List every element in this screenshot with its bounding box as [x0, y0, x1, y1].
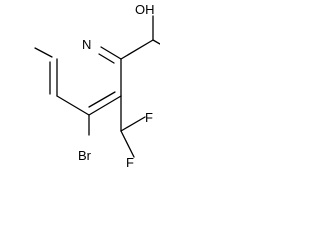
nitrogen-atom-label: N: [82, 37, 91, 52]
bond-carboxyl-o: [152, 39, 160, 45]
chemical-structure-diagram: N OH O Br F F: [34, 2, 160, 170]
bond-n1-c2: [34, 47, 53, 58]
fluorine-bottom-label: F: [126, 155, 134, 170]
bond-chf2-f-right: [120, 116, 146, 132]
bond-c6-n1: [100, 46, 122, 60]
bond-c4-c5: [88, 95, 122, 116]
bond-c3-c4: [56, 95, 90, 116]
bond-c4-c5-inner: [88, 91, 116, 108]
hydroxyl-label: OH: [135, 2, 155, 17]
bond-chf2-f-bottom: [120, 130, 135, 158]
bond-ring-carboxyl: [120, 39, 154, 60]
fluorine-right-label: F: [145, 110, 153, 125]
bromine-atom-label: Br: [78, 148, 92, 163]
bond-c6-n1-inner: [98, 53, 115, 64]
